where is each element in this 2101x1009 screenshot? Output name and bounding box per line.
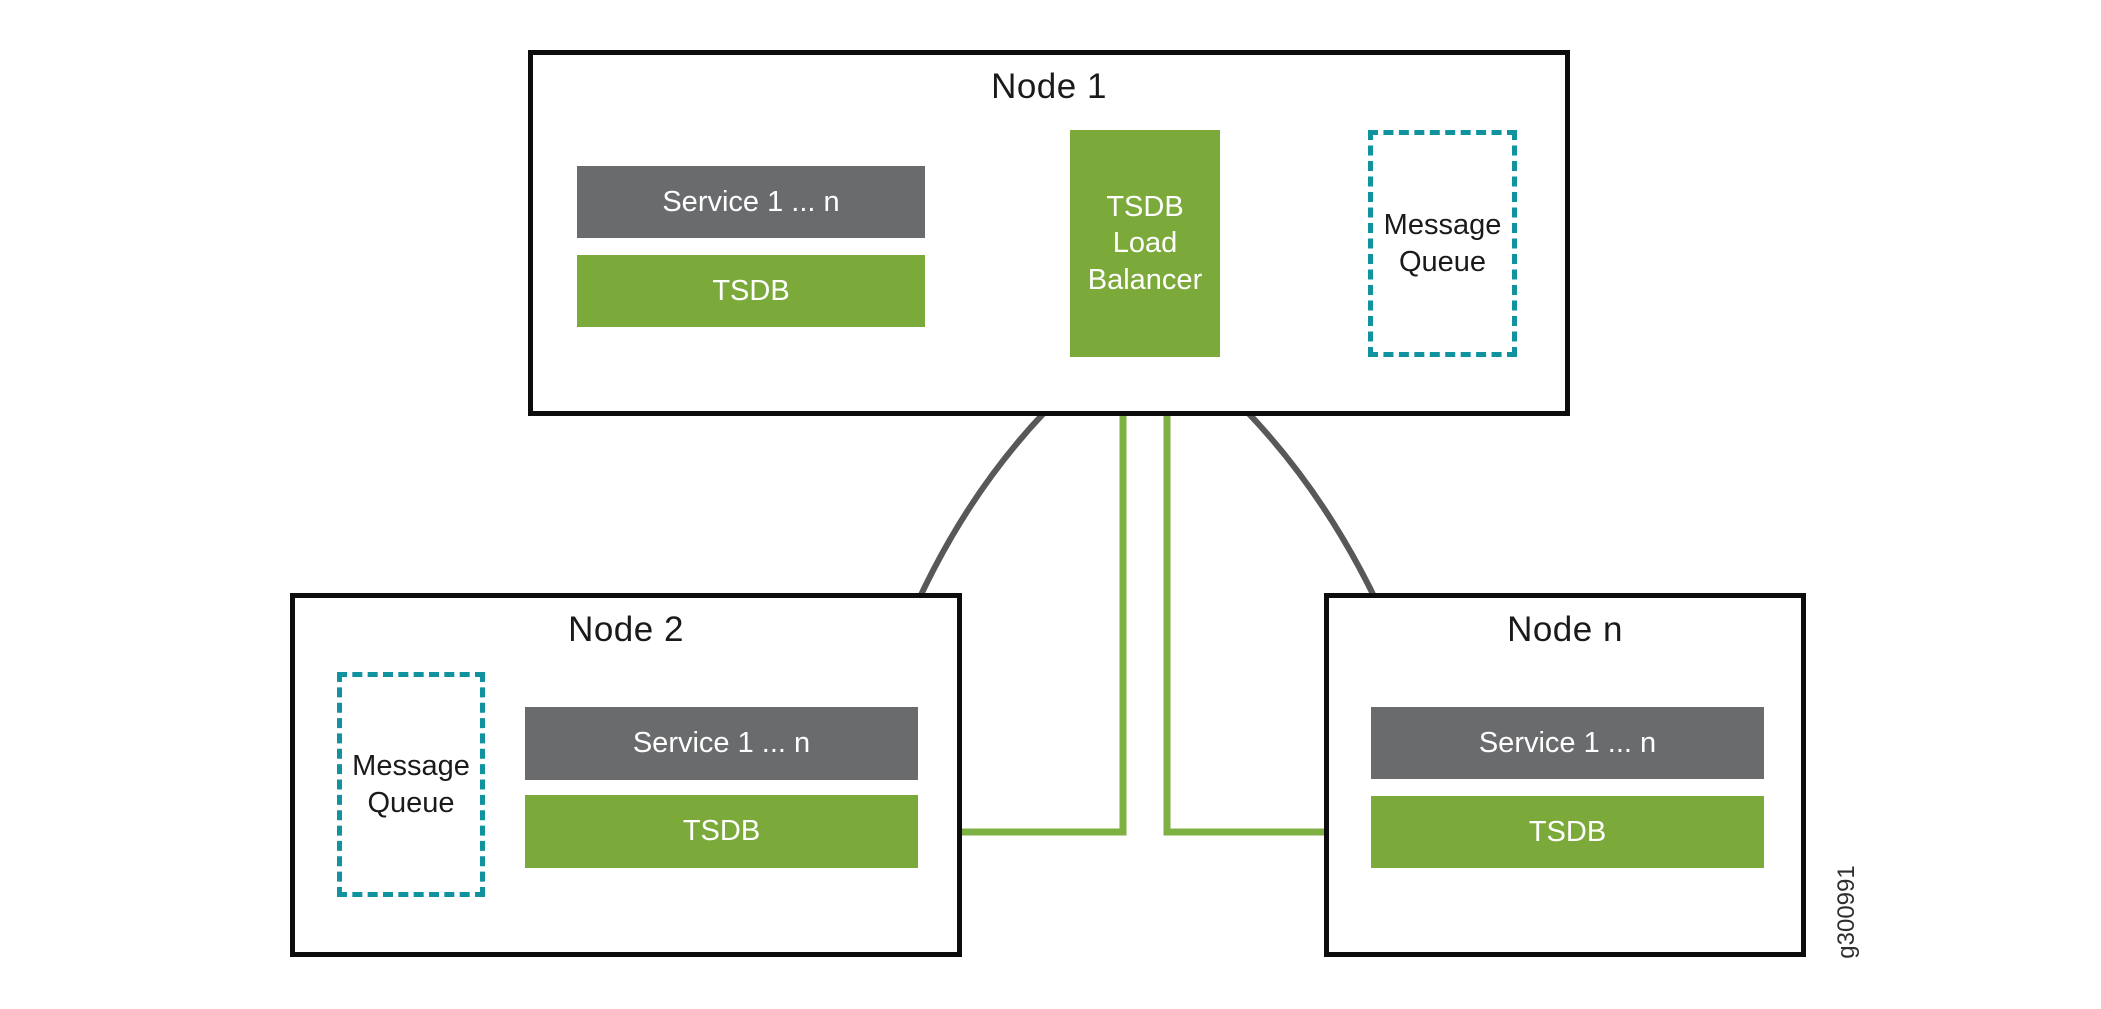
node2-message-queue-box: Message Queue [337, 672, 485, 897]
node2-title: Node 2 [568, 610, 684, 649]
node1-box: Node 1 Service 1 ... n TSDB TSDB Load Ba… [528, 50, 1570, 416]
noden-tsdb-label: TSDB [1528, 815, 1607, 848]
noden-service-label: Service 1 ... n [1478, 726, 1657, 759]
node1-message-queue-box: Message Queue [1368, 130, 1517, 357]
node1-service-label: Service 1 ... n [662, 185, 840, 218]
node2-tsdb-box: TSDB [525, 795, 918, 868]
node1-tsdb-box: TSDB [577, 255, 925, 327]
node2-service-box: Service 1 ... n [525, 707, 918, 780]
figure-id-label: g300991 [1833, 865, 1860, 959]
node1-load-balancer-box: TSDB Load Balancer [1070, 130, 1220, 357]
node1-title: Node 1 [991, 67, 1107, 106]
node2-box: Node 2 Message Queue Service 1 ... n TSD… [290, 593, 962, 957]
arrow-loadbalancer-noden-tsdb [1154, 362, 1363, 845]
node1-service-box: Service 1 ... n [577, 166, 925, 238]
node2-message-queue-label: Message Queue [352, 750, 470, 819]
noden-box: Node n Service 1 ... n TSDB [1324, 593, 1806, 957]
noden-title: Node n [1507, 610, 1623, 649]
node2-tsdb-label: TSDB [682, 815, 761, 848]
noden-service-box: Service 1 ... n [1371, 707, 1764, 779]
node2-service-label: Service 1 ... n [632, 727, 811, 760]
node1-load-balancer-label: TSDB Load Balancer [1087, 191, 1203, 296]
noden-tsdb-box: TSDB [1371, 796, 1764, 868]
arrow-loadbalancer-node2-tsdb [924, 362, 1136, 845]
node1-message-queue-label: Message Queue [1383, 209, 1502, 278]
node1-tsdb-label: TSDB [712, 274, 790, 307]
